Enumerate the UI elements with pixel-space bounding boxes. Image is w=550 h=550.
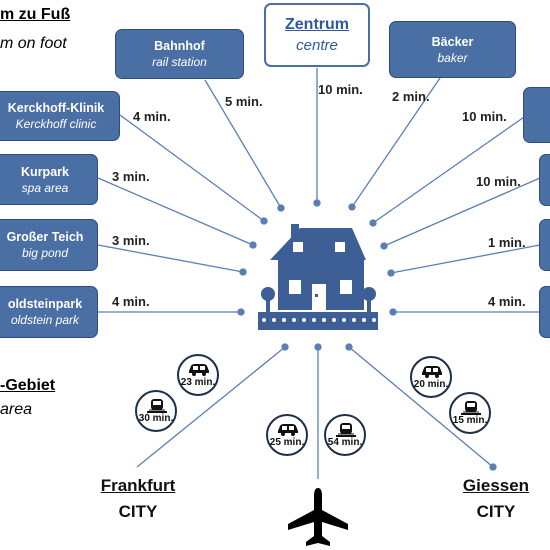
destination-right-4[interactable]: [539, 286, 550, 338]
car-icon: [189, 364, 209, 376]
giessen-car-badge: 20 min.: [410, 356, 452, 398]
time-klinik: 4 min.: [133, 109, 171, 124]
destination-right-1[interactable]: [523, 87, 550, 143]
walk-heading-de: m zu Fuß: [0, 6, 71, 23]
city-type: CITY: [476, 502, 516, 521]
destination-title: Kerckhoff-Klinik: [7, 101, 105, 115]
city-name: Frankfurt: [100, 476, 176, 495]
destination-subtitle: Kerckhoff clinic: [15, 117, 97, 131]
city-frankfurt[interactable]: Frankfurt CITY: [88, 476, 188, 522]
airport-car-badge: 25 min.: [266, 414, 308, 456]
destination-subtitle: oldstein park: [10, 313, 80, 327]
area-heading-de: -Gebiet: [0, 377, 56, 394]
destination-zentrum[interactable]: Zentrum centre: [264, 3, 370, 67]
time-right-2: 10 min.: [476, 174, 521, 189]
car-time: 20 min.: [413, 379, 449, 390]
train-icon: [147, 399, 167, 413]
car-icon: [278, 424, 298, 436]
destination-title: Kurpark: [21, 164, 69, 179]
time-bahnhof: 5 min.: [225, 94, 263, 109]
walk-heading-en: m on foot: [0, 35, 67, 52]
destination-title: Bahnhof: [154, 39, 205, 53]
time-teich: 3 min.: [112, 233, 150, 248]
train-icon: [461, 401, 481, 415]
train-time: 54 min.: [327, 437, 363, 448]
destination-kurpark[interactable]: Kurpark spa area: [0, 154, 98, 205]
destination-klinik[interactable]: Kerckhoff-Klinik Kerckhoff clinic: [0, 91, 120, 141]
frankfurt-train-badge: 30 min.: [135, 390, 177, 432]
area-heading-en: area: [0, 401, 33, 418]
destination-subtitle: baker: [437, 50, 468, 65]
time-zentrum: 10 min.: [318, 82, 363, 97]
house-icon: [258, 224, 378, 330]
city-name: Giessen: [462, 476, 530, 495]
destination-subtitle: spa area: [21, 180, 69, 195]
destination-right-3[interactable]: [539, 219, 550, 271]
car-icon: [422, 366, 442, 378]
destination-title: Zentrum: [285, 16, 349, 33]
destination-title: Großer Teich: [6, 230, 84, 244]
time-right-1: 10 min.: [462, 109, 507, 124]
destination-goldstein[interactable]: oldsteinpark oldstein park: [0, 286, 98, 338]
destination-bahnhof[interactable]: Bahnhof rail station: [115, 29, 244, 79]
destination-title: Bäcker: [431, 34, 474, 49]
car-time: 25 min.: [269, 437, 305, 448]
airplane-icon: [288, 488, 348, 546]
train-time: 15 min.: [452, 415, 488, 426]
city-type: CITY: [118, 502, 158, 521]
destination-subtitle: big pond: [21, 246, 69, 260]
time-right-3: 1 min.: [488, 235, 526, 250]
time-kurpark: 3 min.: [112, 169, 150, 184]
city-giessen[interactable]: Giessen CITY: [446, 476, 546, 522]
destination-right-2[interactable]: [539, 154, 550, 206]
frankfurt-car-badge: 23 min.: [177, 354, 219, 396]
car-time: 23 min.: [180, 377, 216, 388]
destination-subtitle: rail station: [152, 55, 207, 69]
train-time: 30 min.: [138, 413, 174, 424]
time-right-4: 4 min.: [488, 294, 526, 309]
destination-title: oldsteinpark: [7, 297, 83, 311]
giessen-train-badge: 15 min.: [449, 392, 491, 434]
time-goldstein: 4 min.: [112, 294, 150, 309]
time-baecker: 2 min.: [392, 89, 430, 104]
destination-teich[interactable]: Großer Teich big pond: [0, 219, 98, 271]
destination-baecker[interactable]: Bäcker baker: [389, 21, 516, 78]
airport-train-badge: 54 min.: [324, 414, 366, 456]
destination-subtitle: centre: [296, 37, 338, 54]
train-icon: [336, 423, 356, 437]
